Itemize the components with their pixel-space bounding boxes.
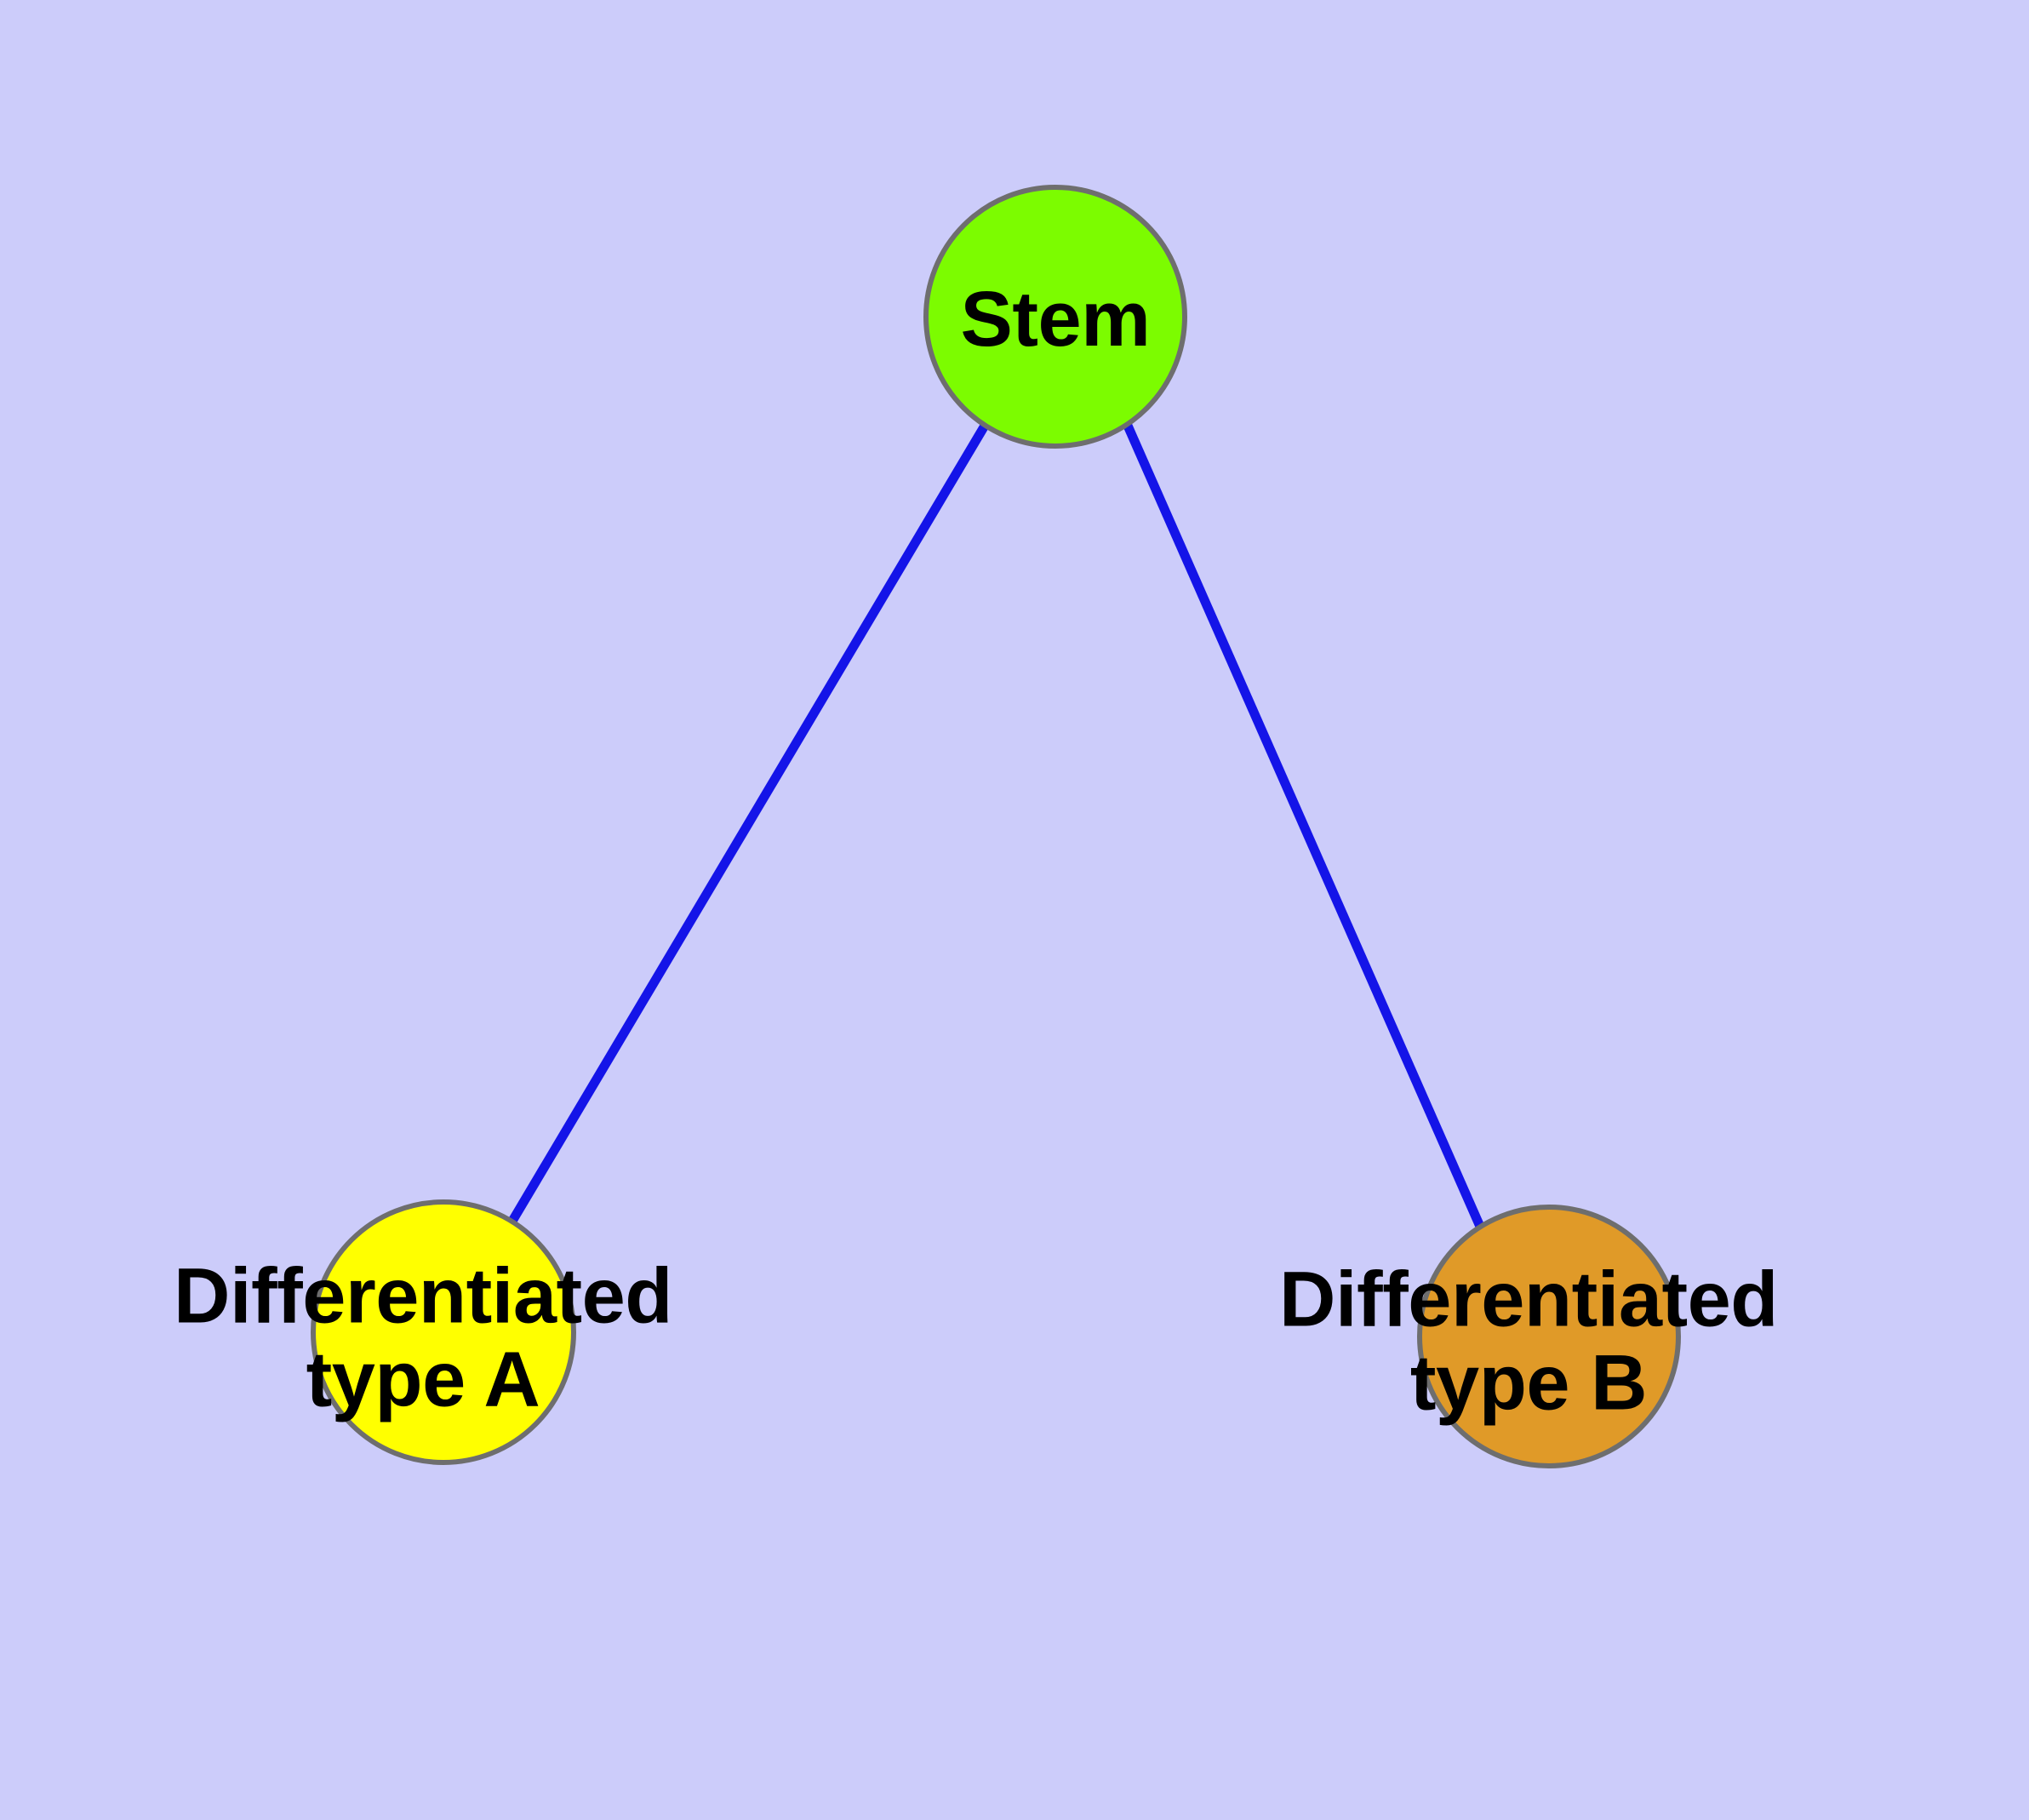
graph-edge-stem-to-diff-b: [1123, 423, 1486, 1231]
edge-layer: [507, 423, 1486, 1231]
graph-node-diff_a[interactable]: [311, 1199, 576, 1465]
node-layer: [311, 185, 1681, 1468]
graph-edge-stem-to-diff-a: [507, 423, 989, 1225]
graph-node-diff_b[interactable]: [1417, 1205, 1681, 1468]
graph-node-stem[interactable]: [923, 185, 1187, 449]
